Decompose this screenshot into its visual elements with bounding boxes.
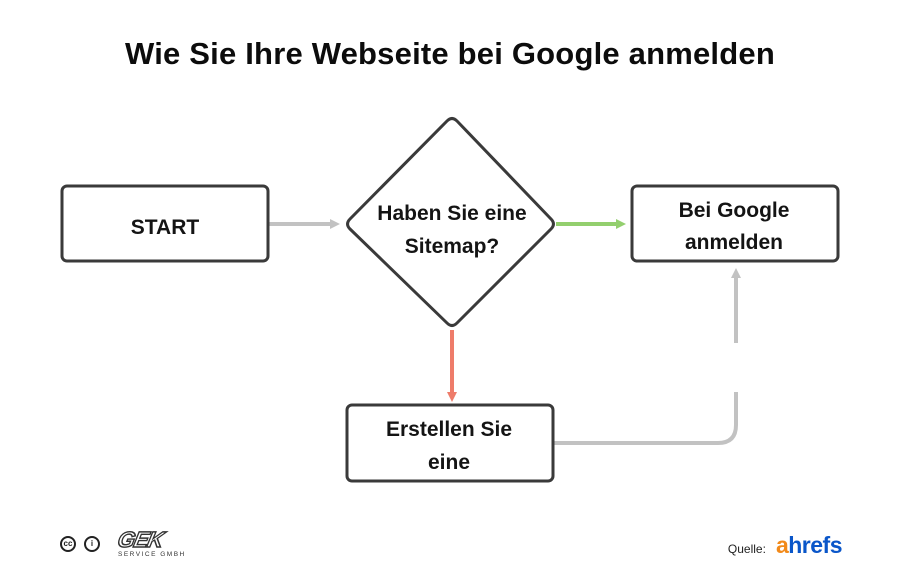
gek-logo-mark: GEK (115, 526, 166, 552)
ahrefs-logo-hrefs: hrefs (788, 532, 842, 558)
ahrefs-logo: ahrefs (775, 532, 843, 559)
attribution-icon: i (84, 536, 100, 552)
submit-node-label-line2: anmelden (685, 231, 783, 254)
source-label: Quelle: (727, 542, 766, 556)
creative-commons-icon: cc (60, 536, 76, 552)
submit-node-label-line1: Bei Google (679, 199, 790, 222)
page-title: Wie Sie Ihre Webseite bei Google anmelde… (125, 36, 775, 71)
gek-logo-subtitle: SERVICE GMBH (118, 551, 186, 558)
edge-create-to-submit (553, 392, 738, 445)
decision-node-label-line1: Haben Sie eine (377, 202, 526, 225)
submit-node: Bei Google anmelden (630, 184, 840, 263)
create-node-label-line2: eine (428, 451, 470, 474)
create-node-label-line1: Erstellen Sie (386, 418, 512, 441)
gek-logo: GEK SERVICE GMBH (115, 526, 186, 558)
license-and-logo: cc i GEK SERVICE GMBH (60, 526, 186, 558)
source-attribution: Quelle: ahrefs (727, 532, 843, 559)
decision-node: Haben Sie eine Sitemap? (346, 117, 555, 327)
decision-node-label-line2: Sitemap? (405, 235, 500, 258)
start-node: START (60, 184, 270, 263)
ahrefs-logo-a: a (775, 532, 789, 558)
create-node: Erstellen Sie eine (345, 403, 555, 483)
start-node-label: START (131, 216, 200, 239)
